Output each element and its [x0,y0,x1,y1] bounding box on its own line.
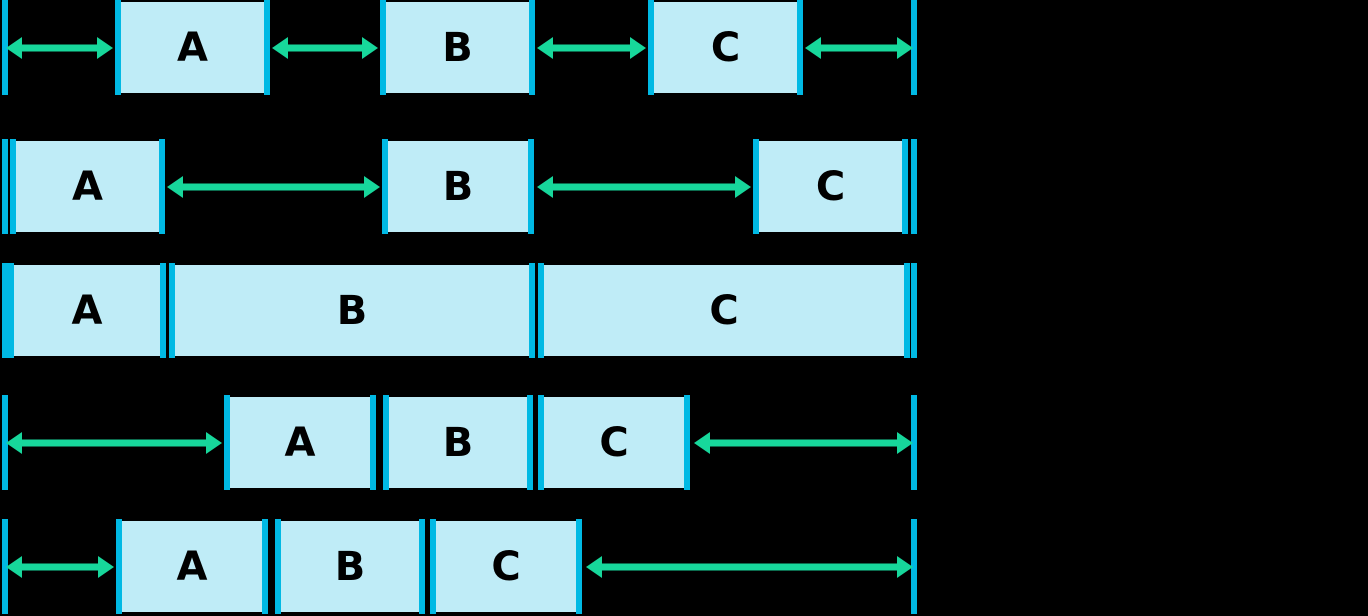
item-edge-marker-left [430,519,436,614]
flex-item-label: A [177,24,208,71]
flex-item-label: A [72,163,103,210]
item-edge-marker-right [902,139,908,234]
container-edge-marker-right [911,263,917,358]
item-edge-marker-right [576,519,582,614]
flex-item-c: C [538,263,910,358]
item-edge-marker-left [380,0,386,95]
flex-item-a: A [115,0,270,95]
item-edge-marker-left [382,139,388,234]
item-edge-marker-left [275,519,281,614]
spacing-arrow [586,554,913,580]
item-edge-marker-left [753,139,759,234]
flex-item-label: A [71,287,103,334]
spacing-arrow [805,35,913,61]
item-edge-marker-left [115,0,121,95]
flex-item-b: B [169,263,535,358]
flex-item-label: A [176,543,208,590]
flex-item-label: C [599,419,629,466]
container-edge-marker-left [2,519,8,614]
spacing-arrow [694,430,913,456]
flex-item-c: C [430,519,582,614]
item-edge-marker-right [797,0,803,95]
flex-item-c: C [648,0,803,95]
flex-item-label: B [442,24,473,71]
spacing-arrow [537,174,751,200]
spacing-arrow [6,430,222,456]
flex-item-a: A [10,139,165,234]
item-edge-marker-right [528,139,534,234]
spacing-arrow [167,174,380,200]
container-edge-marker-left [2,395,8,490]
item-edge-marker-left [538,395,544,490]
item-edge-marker-left [538,263,544,358]
flex-item-b: B [380,0,535,95]
flex-item-label: A [284,419,316,466]
flex-item-label: C [491,543,521,590]
item-edge-marker-left [648,0,654,95]
item-edge-marker-left [383,395,389,490]
flex-item-a: A [224,395,376,490]
item-edge-marker-right [904,263,910,358]
item-edge-marker-left [169,263,175,358]
item-edge-marker-right [684,395,690,490]
spacing-arrow [537,35,646,61]
item-edge-marker-right [370,395,376,490]
flex-row-space-around: A B C [0,0,1368,95]
flex-item-b: B [382,139,534,234]
item-edge-marker-right [527,395,533,490]
container-edge-marker-right [911,139,917,234]
flex-item-label: B [442,163,474,210]
flex-item-label: B [334,543,366,590]
item-edge-marker-left [8,263,14,358]
spacing-arrow [6,35,113,61]
flex-row-stretch: A B C [0,263,1368,358]
flex-item-b: B [383,395,533,490]
item-edge-marker-left [10,139,16,234]
flex-item-label: B [442,419,474,466]
spacing-arrow [272,35,378,61]
item-edge-marker-right [529,263,535,358]
item-edge-marker-left [116,519,122,614]
container-edge-marker-left [2,263,8,358]
flex-item-c: C [538,395,690,490]
flex-item-a: A [8,263,166,358]
container-edge-marker-left [2,139,8,234]
flex-row-flex-start: A B C [0,519,1368,614]
flex-item-label: C [710,24,741,71]
spacing-arrow [6,554,114,580]
flex-item-label: B [336,287,368,334]
flex-item-label: C [709,287,739,334]
item-edge-marker-right [160,263,166,358]
flex-item-b: B [275,519,425,614]
item-edge-marker-right [262,519,268,614]
container-edge-marker-right [911,395,917,490]
item-edge-marker-right [159,139,165,234]
item-edge-marker-right [529,0,535,95]
container-edge-marker-left [2,0,8,95]
flex-row-center: A B C [0,395,1368,490]
container-edge-marker-right [911,0,917,95]
flex-item-label: C [815,163,846,210]
item-edge-marker-left [224,395,230,490]
item-edge-marker-right [264,0,270,95]
flex-row-space-between: A B C [0,139,1368,234]
flex-item-a: A [116,519,268,614]
flex-item-c: C [753,139,908,234]
item-edge-marker-right [419,519,425,614]
container-edge-marker-right [911,519,917,614]
